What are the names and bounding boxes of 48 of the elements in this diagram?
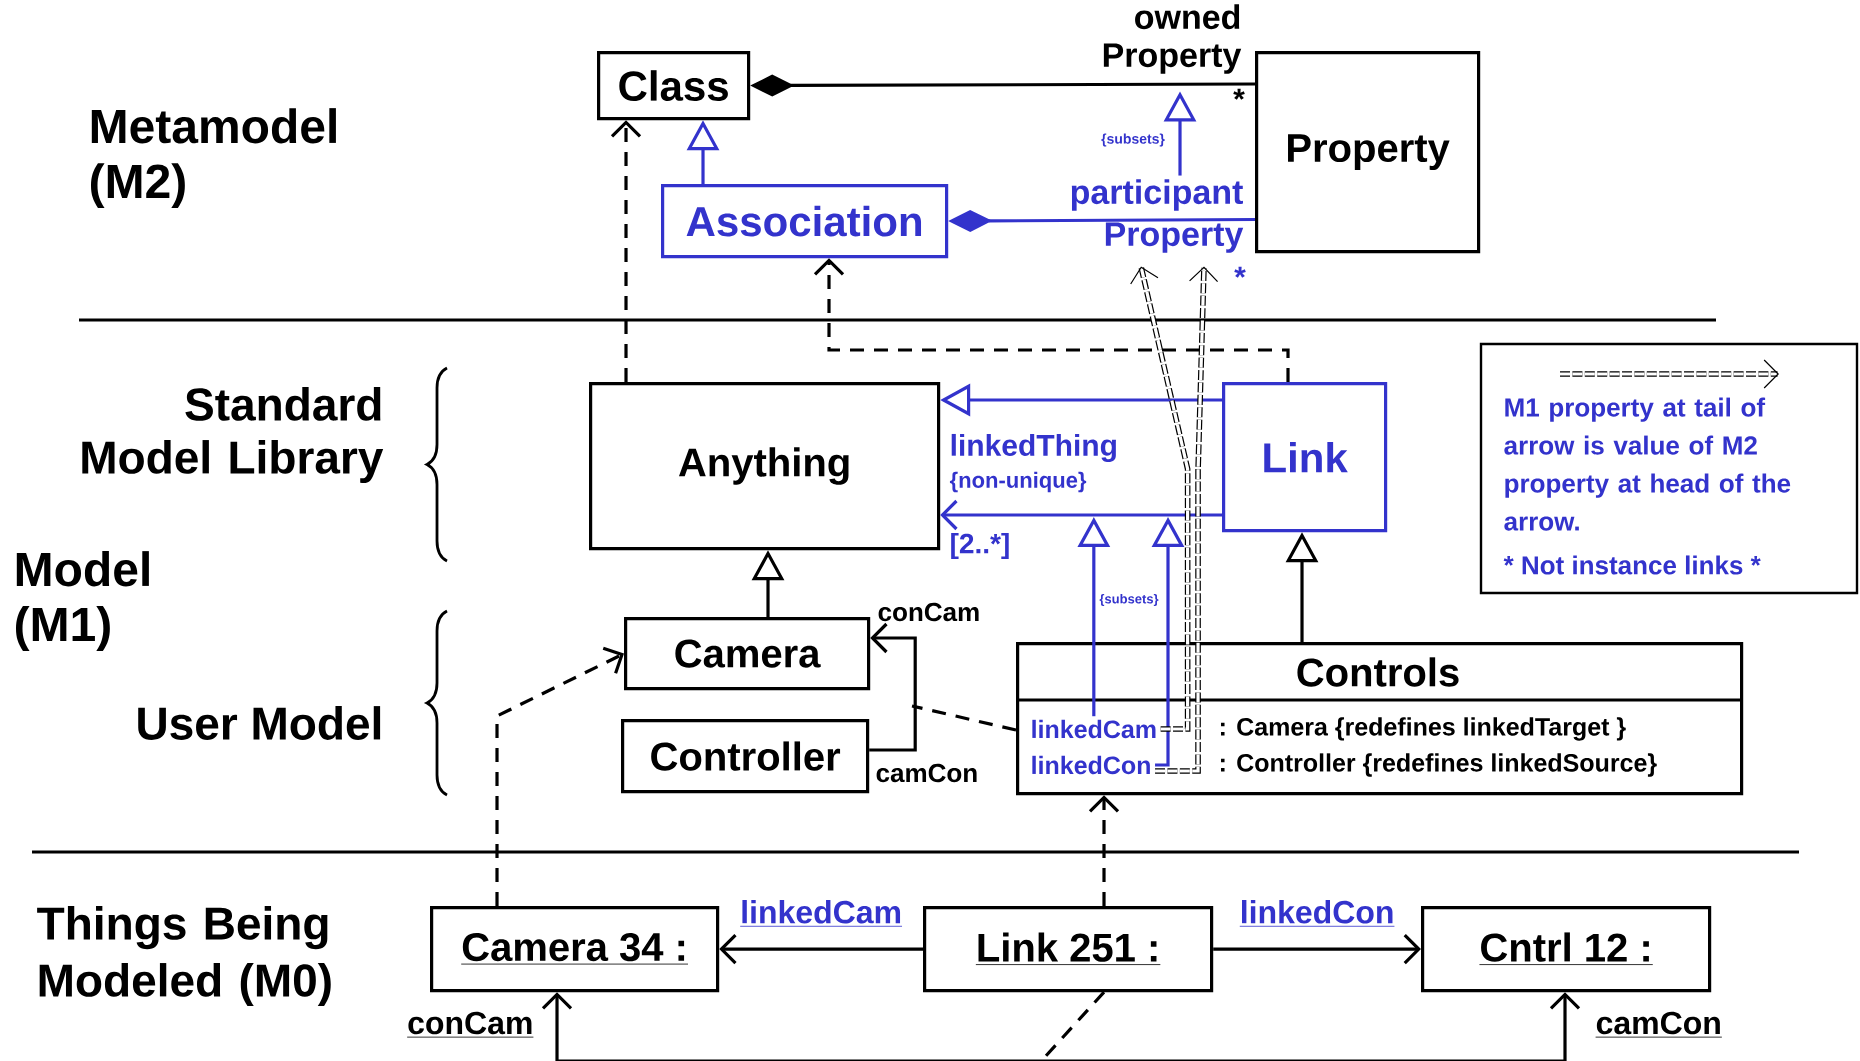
class-box: Camera xyxy=(624,617,871,691)
class-box: Association xyxy=(661,184,949,259)
level-label: Model (M1) xyxy=(16,551,149,651)
association-arrow xyxy=(869,622,917,752)
link-arrow xyxy=(541,992,1581,1061)
association-arrow xyxy=(940,499,1222,531)
edge-label: linkedCam xyxy=(738,898,904,930)
role-name: camCon xyxy=(1595,1011,1723,1038)
role-name: owned Property xyxy=(1103,4,1242,74)
role-name: conCam xyxy=(406,1011,534,1038)
value-arrow xyxy=(1130,266,1191,732)
multiplicity: * xyxy=(1233,88,1245,100)
role-name: conCam xyxy=(878,602,979,622)
value-arrow xyxy=(1155,266,1219,774)
multiplicity: * xyxy=(1234,266,1246,278)
dependency-arrow xyxy=(1088,795,1120,906)
object-box: Camera 34 : xyxy=(430,906,720,993)
association-class-line xyxy=(911,704,1017,732)
multiplicity: [2..*] xyxy=(951,532,1009,560)
level-label: Standard Model Library xyxy=(82,387,384,483)
object-box: Link 251 : xyxy=(923,906,1214,993)
link-arrow xyxy=(719,933,923,965)
attribute-name: linkedCon xyxy=(1032,755,1150,775)
role-name: camCon xyxy=(876,763,977,783)
constraint-label: {subsets} xyxy=(1099,593,1159,607)
dependency-arrow xyxy=(495,646,624,906)
constraint-label: {non-unique} xyxy=(949,471,1087,493)
class-box: Controller xyxy=(621,719,870,794)
dependency-arrow xyxy=(610,120,642,382)
edge-label: linkedCon xyxy=(1237,898,1397,930)
link-arrow xyxy=(1213,933,1421,965)
level-label: User Model xyxy=(138,706,381,740)
note-text: * xyxy=(1750,556,1761,566)
constraint-label: {subsets} xyxy=(1101,133,1165,147)
note-text: Not instance links xyxy=(1522,555,1743,575)
class-box: Link xyxy=(1222,382,1388,533)
note-text: * xyxy=(1503,556,1514,566)
class-box: Class xyxy=(597,51,751,121)
dependency-arrow xyxy=(813,258,1290,382)
role-name: participant Property xyxy=(1071,179,1244,253)
level-label: Things Being Modeled (M0) xyxy=(37,906,331,1006)
class-box: Anything xyxy=(589,382,941,551)
legend-text: M1 property at tail of arrow is value of M2 property at head of the arrow. xyxy=(1504,397,1791,531)
class-box: Property xyxy=(1255,51,1481,254)
dependency-line xyxy=(1042,991,1106,1060)
attribute-name: linkedCam xyxy=(1032,719,1156,739)
level-label: Metamodel (M2) xyxy=(91,108,336,208)
object-box: Cntrl 12 : xyxy=(1421,906,1712,993)
